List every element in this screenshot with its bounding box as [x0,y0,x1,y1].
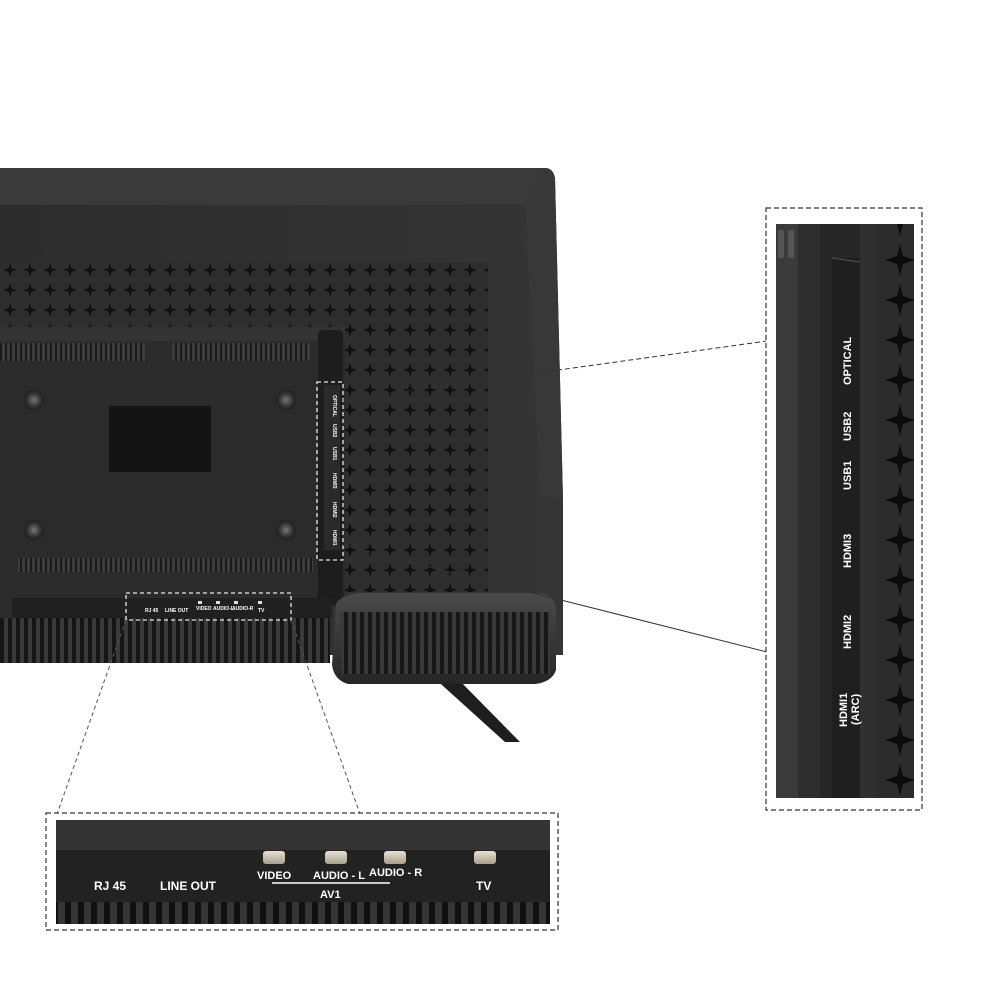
svg-text:OPTICAL: OPTICAL [331,395,337,417]
label-usb2: USB2 [842,412,854,441]
svg-text:HDMI1: HDMI1 [331,530,337,546]
svg-text:TV: TV [258,608,265,614]
label-optical: OPTICAL [842,336,854,385]
bottom-ports-zoom [45,812,559,931]
callout-line [342,340,768,401]
svg-text:AUDIO-R: AUDIO-R [232,606,254,612]
callout-line [342,544,768,653]
label-line-out: LINE OUT [160,879,217,893]
svg-text:USB1: USB1 [331,447,337,461]
svg-text:LINE OUT: LINE OUT [165,608,188,614]
label-tv: TV [476,879,491,893]
callout-guides [56,340,768,815]
audio-l-jack [325,851,347,864]
side-ports-zoom [765,207,923,811]
bottom-vent [0,618,330,663]
mount-screw [276,520,296,540]
mount-screw [24,390,44,410]
video-jack [263,851,285,864]
side-zoom-vent [876,224,914,798]
label-rj45: RJ 45 [94,879,126,893]
callout-line [290,619,361,815]
bottom-zoom-vent [56,902,550,924]
label-hdmi1-arc: (ARC) [850,694,862,725]
svg-text:HDMI3: HDMI3 [331,473,337,489]
side-highlight-box [316,381,344,561]
svg-text:HDMI2: HDMI2 [331,502,337,518]
bottom-port-plate [56,850,550,902]
label-plate [109,406,211,472]
svg-text:USB2: USB2 [331,424,337,438]
audio-r-jack [384,851,406,864]
label-usb1: USB1 [842,461,854,490]
label-audio-l: AUDIO - L [313,870,365,882]
label-hdmi3: HDMI3 [842,534,854,568]
side-port-plate [832,258,860,798]
callout-line [56,619,127,815]
tv-rear-body: RJ 45 LINE OUT VIDEO AUDIO-L AUDIO-R TV … [0,168,563,742]
bottom-connector-strip [12,598,332,618]
label-hdmi1: HDMI1 [838,693,850,727]
label-hdmi2: HDMI2 [842,615,854,649]
mount-screw [276,390,296,410]
label-video: VIDEO [257,870,292,882]
svg-text:AUDIO-L: AUDIO-L [213,606,234,612]
mount-screw [24,520,44,540]
label-av1: AV1 [320,889,341,901]
label-audio-r: AUDIO - R [369,867,422,879]
stand-leg [432,676,520,742]
svg-text:VIDEO: VIDEO [196,606,212,612]
svg-text:RJ 45: RJ 45 [145,608,159,614]
tv-jack [474,851,496,864]
bottom-highlight-box [125,592,292,621]
